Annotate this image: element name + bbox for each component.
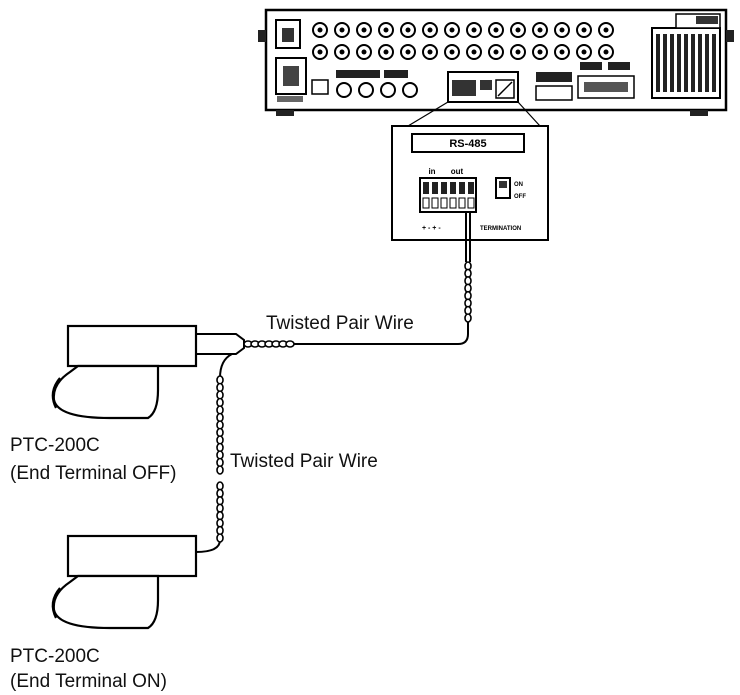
switch-on-label: ON [514, 182, 523, 188]
rs485-out-label: out [451, 167, 464, 176]
twisted-pair-cables [195, 212, 471, 553]
rs485-in-label: in [428, 167, 435, 176]
switch-off-label: OFF [514, 194, 526, 200]
camera-2-terminal: (End Terminal ON) [10, 671, 167, 692]
wire-label-top: Twisted Pair Wire [266, 313, 414, 334]
termination-label: TERMINATION [480, 226, 521, 232]
bnc-video-connectors [312, 22, 614, 60]
camera-2 [51, 534, 198, 630]
wire-label-middle: Twisted Pair Wire [230, 451, 378, 472]
camera-1-terminal: (End Terminal OFF) [10, 463, 177, 484]
camera-2-model: PTC-200C [10, 646, 100, 667]
camera-1-model: PTC-200C [10, 435, 100, 456]
dvr-rear-panel [258, 8, 734, 116]
svg-text:+ - + -: + - + - [422, 225, 441, 232]
rs485-detail-box: RS-485 in out ON OFF TERMINATION + - + - [391, 101, 549, 241]
rs485-title: RS-485 [449, 138, 486, 150]
terminal-block [419, 177, 477, 213]
wire-twists [216, 261, 472, 543]
camera-1 [51, 324, 198, 420]
